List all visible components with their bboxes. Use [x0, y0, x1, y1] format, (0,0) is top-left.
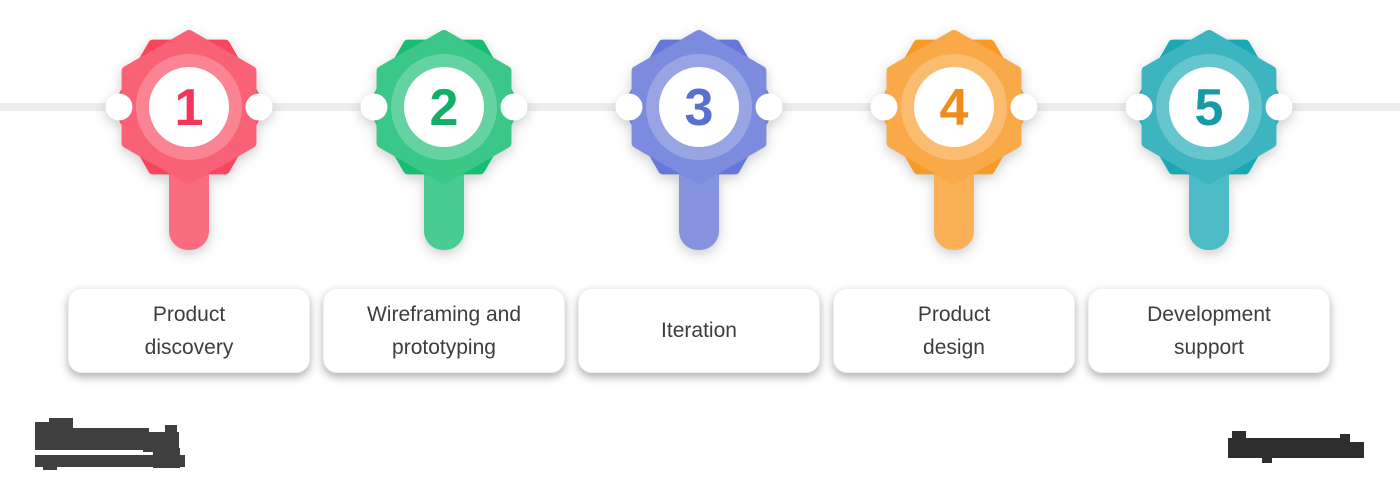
step-label-text: Product [152, 302, 226, 326]
step-label-card: Wireframing and prototyping [323, 288, 565, 373]
badge-center-circle [914, 67, 994, 147]
right-connector-dot [1265, 93, 1293, 121]
pixel-block [165, 425, 177, 435]
step-marker: 1 [101, 27, 277, 259]
right-connector-dot [245, 93, 273, 121]
step-marker: 2 [356, 27, 532, 259]
step-marker: 3 [611, 27, 787, 259]
left-connector-dot [360, 93, 388, 121]
step-number: 1 [175, 79, 204, 137]
pixelated-logo-bottom-right [1228, 431, 1364, 463]
step-label-text: Iteration [661, 319, 737, 342]
step-label-text: Wireframing and [366, 302, 522, 326]
left-connector-dot [870, 93, 898, 121]
step-label-text: prototyping [392, 335, 496, 359]
pixel-block [1340, 434, 1350, 442]
step-label-card: Development support [1088, 288, 1330, 373]
step-marker: 4 [866, 27, 1042, 259]
step-marker: 5 [1121, 27, 1297, 259]
step-number: 3 [685, 79, 714, 137]
pixel-block [1344, 442, 1364, 458]
step-label-text: Product [917, 302, 991, 326]
badge-center-circle [659, 67, 739, 147]
pixel-block [49, 418, 73, 430]
pixel-block [35, 455, 185, 467]
step-number: 2 [430, 79, 459, 137]
step-label-text: Development [1147, 302, 1271, 326]
step-label-card: Product discovery [68, 288, 310, 373]
right-connector-dot [1010, 93, 1038, 121]
left-connector-dot [105, 93, 133, 121]
right-connector-dot [755, 93, 783, 121]
step-label-text: discovery [144, 335, 234, 359]
pixel-block [143, 432, 179, 452]
step-label-card: Iteration [578, 288, 820, 373]
badge-center-circle [1169, 67, 1249, 147]
step-label-text: design [923, 335, 985, 359]
step-number: 5 [1195, 79, 1224, 137]
badge-center-circle [404, 67, 484, 147]
pixelated-logo-bottom-left [35, 418, 200, 470]
badge-center-circle [149, 67, 229, 147]
pixel-block [47, 428, 149, 450]
step-number: 4 [940, 79, 969, 137]
left-connector-dot [615, 93, 643, 121]
pixel-block [43, 464, 57, 470]
right-connector-dot [500, 93, 528, 121]
left-connector-dot [1125, 93, 1153, 121]
pixel-block [1228, 438, 1350, 458]
pixel-block [1262, 457, 1272, 463]
step-label-text: support [1173, 335, 1245, 359]
step-label-card: Product design [833, 288, 1075, 373]
